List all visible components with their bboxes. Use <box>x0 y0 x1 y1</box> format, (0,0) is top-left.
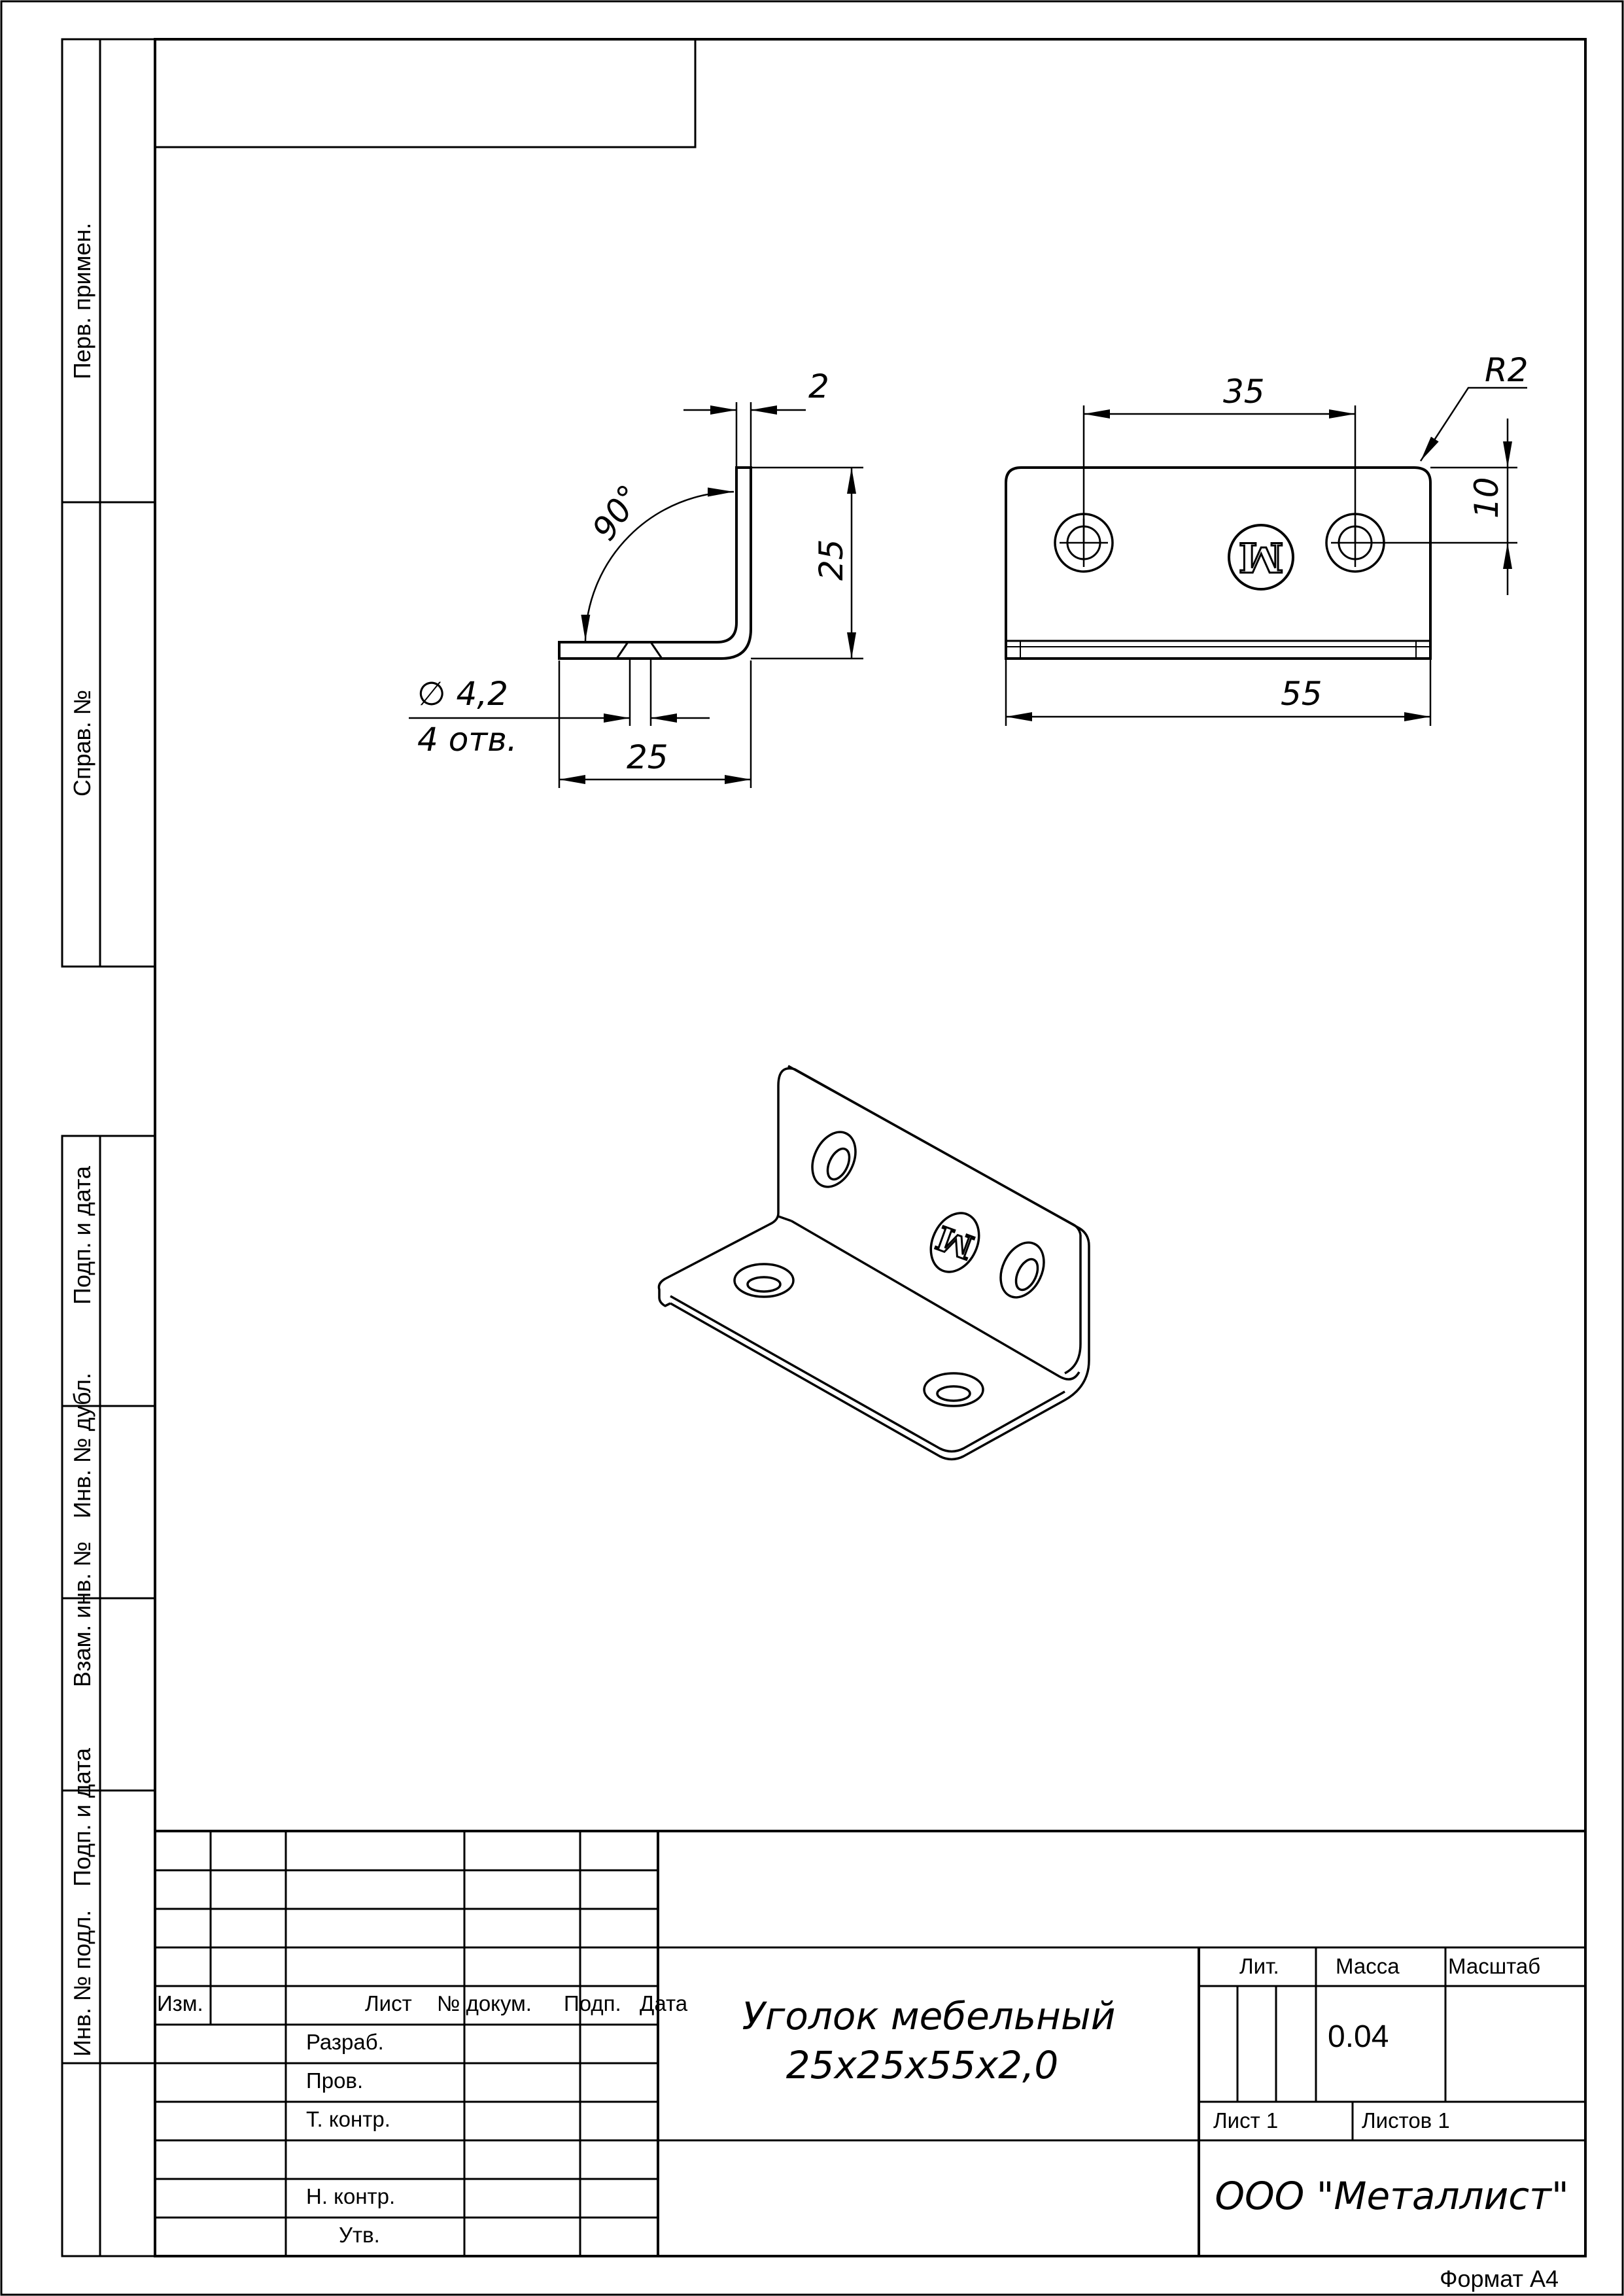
tb-lit-label: Лит. <box>1239 1954 1279 1978</box>
tb-role-nkontr: Н. контр. <box>306 2184 395 2208</box>
dim-hole-spacing: 35 <box>1223 373 1265 411</box>
isometric-view <box>657 1065 1090 1461</box>
side-view <box>558 466 752 674</box>
iso-logo <box>929 1212 980 1273</box>
tb-masshtab-label: Масштаб <box>1448 1954 1540 1978</box>
dim-angle: 90° <box>585 478 649 547</box>
tb-role-prov: Пров. <box>306 2068 363 2093</box>
tb-product-name: Уголок мебельный <box>742 1994 1116 2038</box>
dim-base-width: 25 <box>627 738 668 776</box>
dim-hole-offset: 10 <box>1468 477 1506 519</box>
side-label-sprav-no: Справ. № <box>69 690 95 797</box>
tb-role-razrab: Разраб. <box>306 2030 384 2054</box>
format-label: Формат А4 <box>1440 2265 1559 2292</box>
side-label-vzam-inv: Взам. инв. № <box>69 1541 95 1687</box>
tb-massa-value: 0.04 <box>1328 2019 1389 2054</box>
drawing-frame <box>154 38 1587 2257</box>
side-label-podp-data-1: Подп. и дата <box>69 1165 95 1305</box>
side-strip <box>61 38 156 2257</box>
tb-header-podp: Подп. <box>564 1991 621 2015</box>
tb-role-tkontr: Т. контр. <box>306 2107 390 2131</box>
tb-role-utv: Утв. <box>339 2223 380 2247</box>
dim-height: 25 <box>812 539 850 581</box>
side-view-dimensions <box>409 402 863 788</box>
front-view <box>1005 466 1432 660</box>
side-label-inv-podl: Инв. № подл. <box>69 1910 95 2057</box>
tb-header-izm: Изм. <box>157 1991 203 2015</box>
front-view-dimensions <box>1005 386 1527 726</box>
front-logo-letter: М <box>1239 534 1284 581</box>
title-block <box>155 1830 1585 2256</box>
front-logo <box>1228 524 1294 591</box>
tb-product-size: 25x25x55x2,0 <box>786 2043 1059 2087</box>
side-label-perv-primen: Перв. примен. <box>69 223 95 379</box>
tb-header-data: Дата <box>640 1991 688 2015</box>
dim-radius: R2 <box>1485 351 1529 389</box>
side-label-inv-dubl: Инв. № дубл. <box>69 1373 95 1518</box>
top-left-box <box>155 39 697 148</box>
dim-hole-count: 4 отв. <box>417 721 517 759</box>
tb-company: ООО "Металлист" <box>1215 2174 1568 2218</box>
side-label-podp-data-2: Подп. и дата <box>69 1747 95 1887</box>
tb-sheet-label: Лист 1 <box>1213 2108 1278 2133</box>
tb-header-list: Лист <box>365 1991 412 2015</box>
dim-hole-dia: ∅ 4,2 <box>417 675 508 713</box>
tb-sheets-total: Листов 1 <box>1362 2108 1450 2133</box>
tb-header-nodokum: № докум. <box>437 1991 532 2015</box>
dim-thickness: 2 <box>808 368 829 405</box>
dim-length: 55 <box>1281 675 1322 713</box>
tb-massa-label: Масса <box>1336 1954 1400 1978</box>
